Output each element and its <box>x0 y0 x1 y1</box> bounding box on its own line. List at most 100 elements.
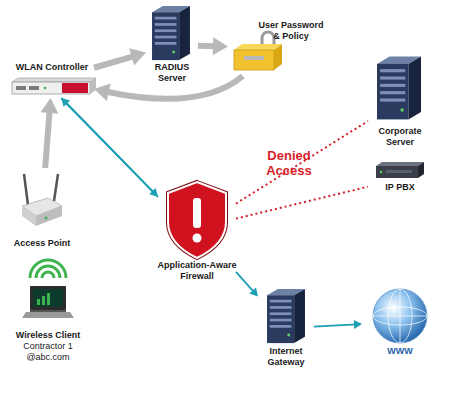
pbx-led <box>380 171 382 173</box>
laptop-screen <box>30 286 66 310</box>
antenna <box>54 174 58 201</box>
device-node: Corporate Server <box>368 52 432 150</box>
connector <box>198 37 228 55</box>
laptop-hinge <box>30 310 66 312</box>
connector <box>61 98 158 197</box>
annotation-label: Denied Access <box>254 148 324 178</box>
node-label: Internet Gateway <box>258 346 314 368</box>
ap-side <box>36 206 62 226</box>
pbx-front <box>376 166 418 178</box>
shield-outline <box>168 182 226 258</box>
arrow-head <box>249 288 258 297</box>
exclamation-bar <box>193 198 201 228</box>
node-label: Wireless Client <box>8 330 88 341</box>
connector-line <box>314 324 356 326</box>
device-port <box>16 86 26 90</box>
lock-key <box>244 56 264 60</box>
lock-shackle <box>262 32 274 45</box>
connector-line <box>236 272 254 293</box>
ap-front <box>22 206 36 226</box>
device-side <box>90 78 96 94</box>
device-node: Access Point <box>14 168 70 250</box>
device-node: WLAN Controller <box>10 62 94 98</box>
node-label-group: WLAN Controller <box>10 62 94 73</box>
signal-bar <box>37 299 40 305</box>
antenna <box>24 174 28 205</box>
connector-line <box>65 102 158 197</box>
wifi-arc <box>36 266 60 278</box>
connector <box>236 187 368 219</box>
connector-line <box>45 108 50 168</box>
node-label: IP PBX <box>368 182 432 193</box>
node-label-group: WWW <box>362 346 438 357</box>
radius-server-icon <box>152 6 190 60</box>
lock-body <box>234 50 274 70</box>
node-label: User Password & Policy <box>256 20 326 42</box>
globe-axis <box>400 289 401 343</box>
node-label-group: Corporate Server <box>368 126 432 148</box>
node-label-group: Internet Gateway <box>258 346 314 368</box>
node-label-group: User Password & Policy <box>256 20 326 42</box>
device-node: RADIUS Server <box>146 4 198 86</box>
device-led <box>44 87 47 90</box>
node-label-group: Wireless ClientContractor 1 @abc.com <box>8 330 88 363</box>
node-label: RADIUS Server <box>146 62 198 84</box>
signal-bar <box>42 296 45 305</box>
node-label: Corporate Server <box>368 126 432 148</box>
laptop-icon <box>22 286 74 318</box>
arrow-head <box>129 48 146 65</box>
node-label: WLAN Controller <box>10 62 94 73</box>
connector <box>314 320 362 329</box>
laptop-base <box>22 312 74 318</box>
device-node: WWW <box>362 286 438 358</box>
gateway-server-icon <box>267 289 305 343</box>
ip-pbx-icon <box>376 162 424 178</box>
device-top <box>12 78 96 82</box>
pbx-top <box>376 162 424 166</box>
access-point-icon <box>22 174 62 226</box>
lock-top <box>234 44 282 50</box>
device-node: Application-Aware Firewall <box>158 178 236 278</box>
arrow-head <box>354 320 362 329</box>
device-front <box>12 82 90 94</box>
wifi-signal <box>30 260 66 278</box>
shield-body <box>168 182 226 258</box>
wifi-arc <box>30 260 66 278</box>
device-node: Internet Gateway <box>258 286 314 370</box>
device-panel <box>62 83 88 93</box>
arrow-head <box>40 98 58 114</box>
corporate-server-icon <box>377 57 421 120</box>
device-node: User Password & Policy <box>228 20 324 76</box>
pbx-ports <box>386 170 412 173</box>
device-node: IP PBX <box>368 160 432 198</box>
globe <box>373 289 427 343</box>
exclamation-dot <box>193 234 202 243</box>
connector-line <box>236 187 368 219</box>
node-label: Contractor 1 @abc.com <box>8 341 88 363</box>
controller-device <box>12 78 96 94</box>
arrow-head <box>213 37 228 55</box>
globe-icon <box>373 289 427 343</box>
lock-side <box>274 44 282 70</box>
node-label: Access Point <box>10 238 74 249</box>
connector <box>40 98 58 168</box>
node-label: Application-Aware Firewall <box>146 260 248 282</box>
node-label-group: RADIUS Server <box>146 62 198 84</box>
node-label-group: IP PBX <box>368 182 432 193</box>
node-label-group: Access Point <box>10 238 74 249</box>
connector <box>236 272 258 297</box>
firewall-shield <box>168 182 226 258</box>
signal-bar <box>47 293 50 305</box>
node-label-group: Application-Aware Firewall <box>146 260 248 282</box>
pbx-side <box>418 162 424 178</box>
device-node: Wireless ClientContractor 1 @abc.com <box>8 254 88 358</box>
laptop-display <box>33 289 63 307</box>
connector <box>61 98 158 197</box>
connector <box>94 48 146 68</box>
connector-line <box>94 56 136 68</box>
device-port <box>29 86 39 90</box>
node-label: WWW <box>362 346 438 357</box>
wifi-arc <box>42 272 54 278</box>
ap-led <box>45 217 48 220</box>
